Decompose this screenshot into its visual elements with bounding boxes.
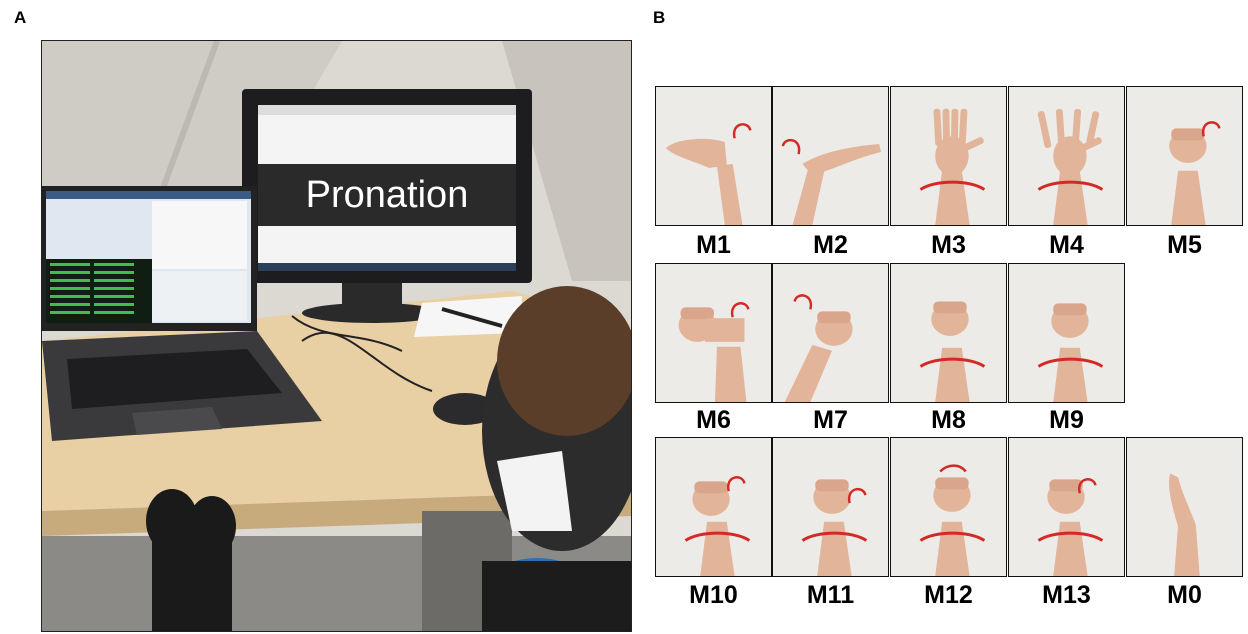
panel-a-letter: A (14, 8, 27, 27)
panel-b-letter: B (653, 8, 666, 27)
movement-photo-m0 (1126, 437, 1243, 577)
movement-photo-m3 (890, 86, 1007, 226)
gloved-hands (146, 489, 236, 631)
movement-photo-m10 (655, 437, 772, 577)
movement-photo-m8 (890, 263, 1007, 403)
movement-label: M9 (1049, 406, 1084, 434)
movement-label: M3 (931, 231, 966, 259)
movement-photo-m2 (772, 86, 889, 226)
movement-photo-m4 (1008, 86, 1125, 226)
movement-photo-m1 (655, 86, 772, 226)
monitor: Pronation (242, 89, 532, 323)
movement-label: M13 (1042, 581, 1091, 609)
movement-photo-m7 (772, 263, 889, 403)
movement-photo-m13 (1008, 437, 1125, 577)
lab-setup-photo: Pronation (41, 40, 632, 632)
movement-label: M12 (924, 581, 973, 609)
monitor-screen-text: Pronation (306, 174, 469, 216)
movement-photo-m5 (1126, 86, 1243, 226)
movement-label: M7 (813, 406, 848, 434)
movement-photo-m12 (890, 437, 1007, 577)
movement-photo-m9 (1008, 263, 1125, 403)
movement-photo-m6 (655, 263, 772, 403)
movement-label: M11 (806, 581, 855, 609)
movement-label: M2 (813, 231, 848, 259)
movement-label: M4 (1049, 231, 1084, 259)
laptop (42, 186, 322, 441)
movement-label: M0 (1167, 581, 1202, 609)
movement-label: M8 (931, 406, 966, 434)
participant (482, 286, 631, 631)
movement-label: M10 (689, 581, 738, 609)
movement-label: M5 (1167, 231, 1202, 259)
movement-label: M6 (696, 406, 731, 434)
movement-label: M1 (696, 231, 731, 259)
movement-photo-m11 (772, 437, 889, 577)
